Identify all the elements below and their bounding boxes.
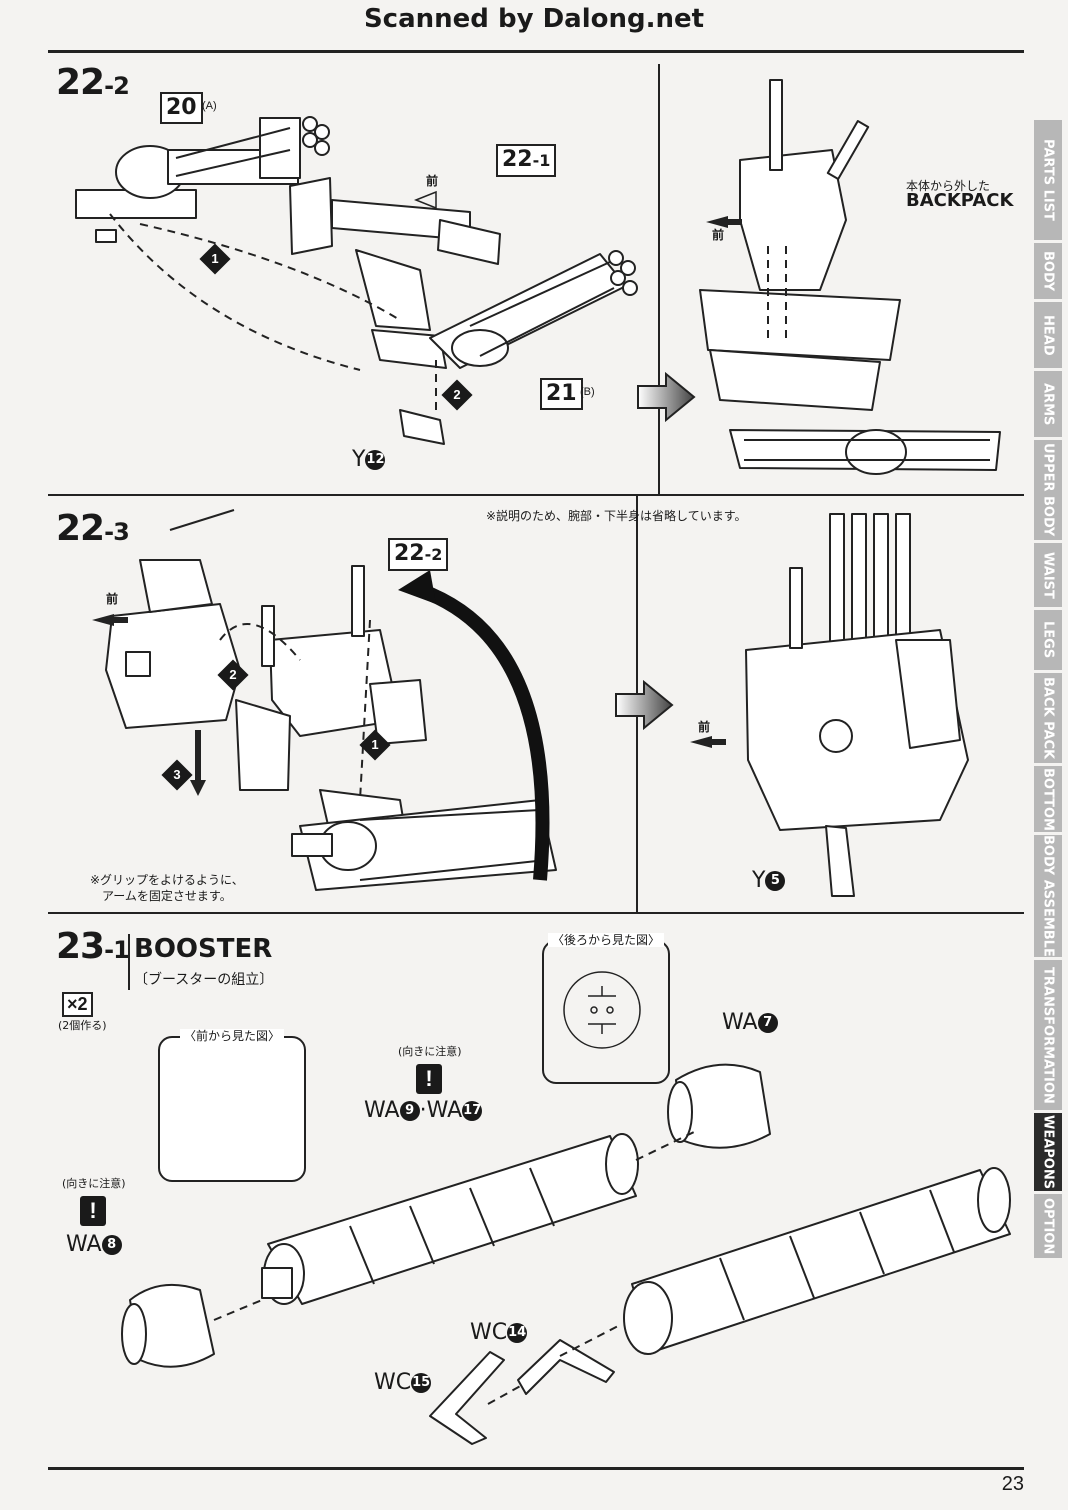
tab-label: ARMS (1040, 382, 1056, 426)
caution-note-wa9: (向きに注意) (398, 1045, 462, 1058)
tab-legs: LEGS (1034, 610, 1062, 670)
step-23-1-title: 23-1 (56, 926, 130, 967)
tab-label: BODY (1040, 250, 1056, 292)
part-wc14 (517, 1339, 615, 1395)
step-22-2-title: 22-2 (56, 62, 130, 103)
tab-label: TRANSFORMATION (1040, 966, 1056, 1104)
gatling-gun-under (291, 799, 557, 891)
divider-horizontal-1 (48, 494, 1024, 496)
tab-weapons: WEAPONS (1034, 1113, 1062, 1191)
part-y5 (825, 825, 855, 897)
arm-assembly-22-1 (289, 177, 501, 369)
caution-note-wa8: (向きに注意) (62, 1177, 126, 1190)
step-arrow-2-22-3: 2 (217, 659, 249, 691)
tab-head: HEAD (1034, 302, 1062, 368)
backpack-with-arm (235, 565, 427, 861)
divider-horizontal-2 (48, 912, 1024, 914)
tab-label: BACK PACK (1040, 676, 1056, 760)
caution-icon-wa9: ! (416, 1064, 442, 1094)
omission-note: ※説明のため、腕部・下半身は省略しています。 (486, 509, 747, 523)
booster-front-cylinder (261, 1133, 639, 1305)
back-view-bubble: 〈後ろから見た図〉 (542, 933, 670, 1084)
part-wc14-label: WC14 (470, 1320, 528, 1345)
step-22-3-title: 22-3 (56, 508, 130, 549)
step-arrow-3-22-3: 3 (161, 759, 193, 791)
tab-label: LEGS (1040, 621, 1056, 659)
tab-label: OPTION (1040, 1197, 1056, 1255)
gatling-gun-21 (429, 250, 638, 369)
tab-back-pack: BACK PACK (1034, 673, 1062, 763)
tab-label: HEAD (1040, 314, 1056, 356)
step-arrow-1-22-3: 1 (359, 729, 391, 761)
front-direction-label-right: 前 (712, 228, 725, 242)
front-view-bubble: 〈前から見た図〉 (158, 1029, 306, 1182)
tab-body: BODY (1034, 243, 1062, 299)
next-arrow-22-3 (615, 680, 674, 730)
booster-rear-cylinder (623, 1167, 1011, 1355)
tab-label: BOTTOM (1040, 767, 1056, 831)
next-arrow-22-2 (637, 372, 696, 422)
part-y12-label: Y12 (352, 447, 386, 472)
tab-bottom: BOTTOM (1034, 766, 1062, 832)
part-21-tag: (B) (580, 386, 595, 398)
gatling-gun-20 (75, 116, 330, 243)
part-y12 (399, 409, 445, 445)
tab-label: UPPER BODY (1040, 443, 1056, 537)
title-separator (128, 934, 130, 990)
part-21-label: 21 (540, 378, 583, 410)
tab-body-assemble: BODY ASSEMBLE (1034, 835, 1062, 957)
tab-label: WEAPONS (1040, 1114, 1056, 1190)
tab-label: WAIST (1040, 551, 1056, 599)
part-22-1-label: 22-1 (496, 144, 557, 177)
front-direction-label-22-3: 前 (106, 592, 119, 606)
caution-icon-wa8: ! (80, 1196, 106, 1226)
quantity-note: (2個作る) (58, 1019, 107, 1032)
tab-label: PARTS LIST (1040, 139, 1056, 221)
backpack-label: BACKPACK (906, 190, 1014, 211)
torso-upper-body (105, 509, 241, 729)
scan-credit: Scanned by Dalong.net (363, 4, 705, 34)
quantity-badge: ×2 (62, 992, 93, 1017)
tab-upper-body: UPPER BODY (1034, 440, 1062, 540)
tab-transformation: TRANSFORMATION (1034, 960, 1062, 1110)
tab-label: BODY ASSEMBLE (1040, 835, 1056, 957)
rotation-arrow (417, 583, 550, 881)
page-number: 23 (1001, 1473, 1024, 1495)
part-22-2-label: 22-2 (388, 538, 449, 571)
removed-from-body-label: 本体から外した (906, 179, 991, 193)
tab-parts-list: PARTS LIST (1034, 120, 1062, 240)
part-20-label: 20 (160, 92, 203, 124)
tab-waist: WAIST (1034, 543, 1062, 607)
tab-arms: ARMS (1034, 371, 1062, 437)
tab-option: OPTION (1034, 1194, 1062, 1258)
front-direction-label: 前 (426, 174, 439, 188)
part-20-tag: (A) (202, 100, 217, 112)
back-view-circle (563, 971, 641, 1049)
cap-wa8 (121, 1283, 215, 1368)
divider-vertical-1 (658, 64, 660, 494)
booster-title: BOOSTER (134, 934, 273, 964)
backpack-assembly (699, 79, 1001, 475)
part-wc15-label: WC15 (374, 1370, 432, 1395)
page-frame (48, 50, 1024, 1470)
cap-wa7 (667, 1063, 771, 1149)
grip-note: ※グリップをよけるように、 アームを固定させます。 (90, 873, 244, 903)
assembled-upper-body (745, 513, 969, 831)
front-direction-label-22-3-right: 前 (698, 720, 711, 734)
part-wc15 (429, 1351, 505, 1445)
section-tabs: PARTS LIST BODY HEAD ARMS UPPER BODY WAIST LEG… (1034, 120, 1062, 1261)
booster-subtitle: 〔ブースターの組立〕 (134, 972, 274, 988)
